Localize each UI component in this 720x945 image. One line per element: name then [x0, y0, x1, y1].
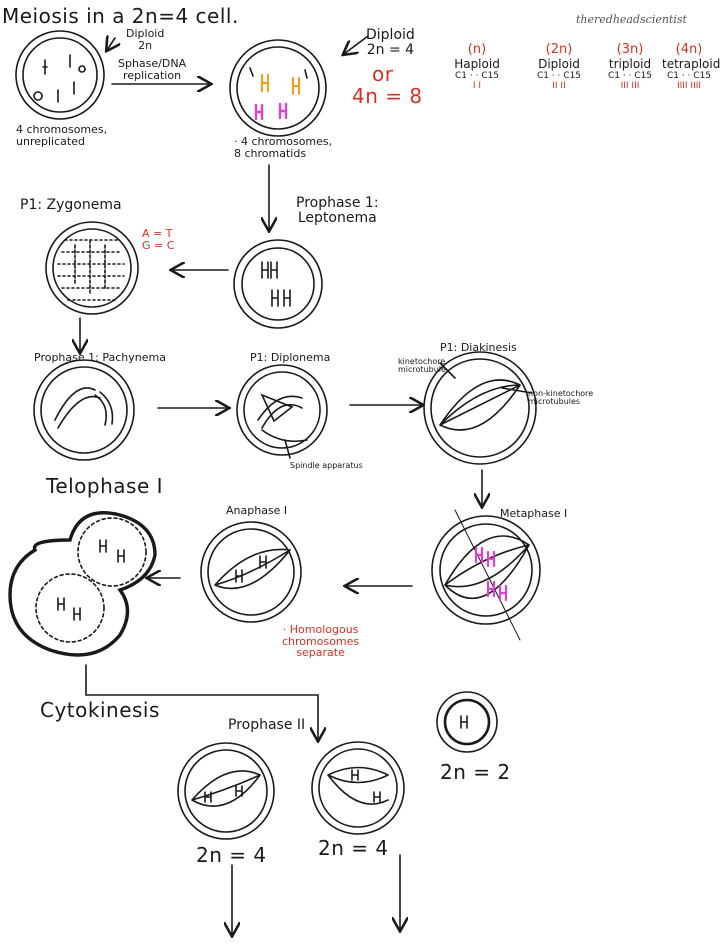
label-prophase2: Prophase II — [228, 717, 306, 733]
cell-anaphase — [200, 521, 302, 623]
cell-prophase2-left — [177, 742, 275, 840]
label-base-pairs: A = T G = C — [142, 227, 175, 252]
diagram-title: Meiosis in a 2n=4 cell. — [2, 4, 239, 28]
label-2n4-right: 2n = 4 — [318, 836, 389, 860]
label-leptonema: Prophase 1: Leptonema — [296, 195, 379, 226]
label-metaphase: Metaphase I — [500, 507, 568, 520]
cell-diakinesis — [423, 351, 537, 465]
label-replication: Sphase/DNA replication — [118, 57, 187, 82]
ploidy-col-triploid: (3n) triploid C1 · · C15 III III — [607, 42, 653, 91]
label-diplonema: P1: Diplonema — [250, 351, 331, 364]
ploidy-col-haploid: (n) Haploid C1 · · C15 I I — [454, 42, 500, 91]
ploidy-col-tetraploid: (4n) tetraploid C1 · · C15 IIII IIII — [662, 42, 720, 91]
caption-replicated: · 4 chromosomes, 8 chromatids — [234, 135, 333, 160]
cell-telophase — [8, 511, 157, 657]
cell-diplonema — [236, 364, 328, 459]
ploidy-col-diploid: (2n) Diploid C1 · · C15 II II — [536, 42, 582, 91]
cell-prophase2-right — [311, 741, 405, 835]
label-or: or — [372, 62, 394, 86]
cell-metaphase — [431, 509, 541, 641]
arrow-cytokinesis — [85, 664, 318, 740]
label-kinetochore: kinetochore microtubule — [398, 357, 446, 375]
cell-pachynema — [33, 359, 135, 461]
cell-unreplicated — [15, 30, 105, 120]
label-homologous: · Homologous chromosomes separate — [282, 623, 360, 660]
label-pachynema: Prophase 1: Pachynema — [34, 351, 166, 364]
label-4n-8: 4n = 8 — [352, 84, 423, 108]
label-diakinesis: P1: Diakinesis — [440, 341, 517, 354]
label-cytokinesis: Cytokinesis — [40, 698, 160, 722]
cell-replicated — [229, 39, 327, 137]
label-telophase: Telophase I — [46, 474, 164, 498]
caption-unreplicated: 4 chromosomes, unreplicated — [16, 123, 108, 148]
watermark: theredheadscientist — [576, 13, 687, 26]
cell-zygonema — [45, 221, 139, 315]
label-spindle: Spindle apparatus — [290, 461, 363, 470]
cell-2n-2 — [436, 691, 498, 753]
label-diploid-2n: Diploid 2n — [126, 27, 165, 52]
label-2n4-left: 2n = 4 — [196, 843, 267, 867]
label-zygonema: P1: Zygonema — [20, 197, 122, 213]
label-anaphase: Anaphase I — [226, 504, 288, 517]
cell-leptonema — [233, 239, 323, 329]
label-nonkinetochore: non-kinetochore microtubules — [528, 389, 594, 407]
label-diploid-2n4: Diploid 2n = 4 — [366, 27, 415, 58]
label-2n2: 2n = 2 — [440, 760, 511, 784]
